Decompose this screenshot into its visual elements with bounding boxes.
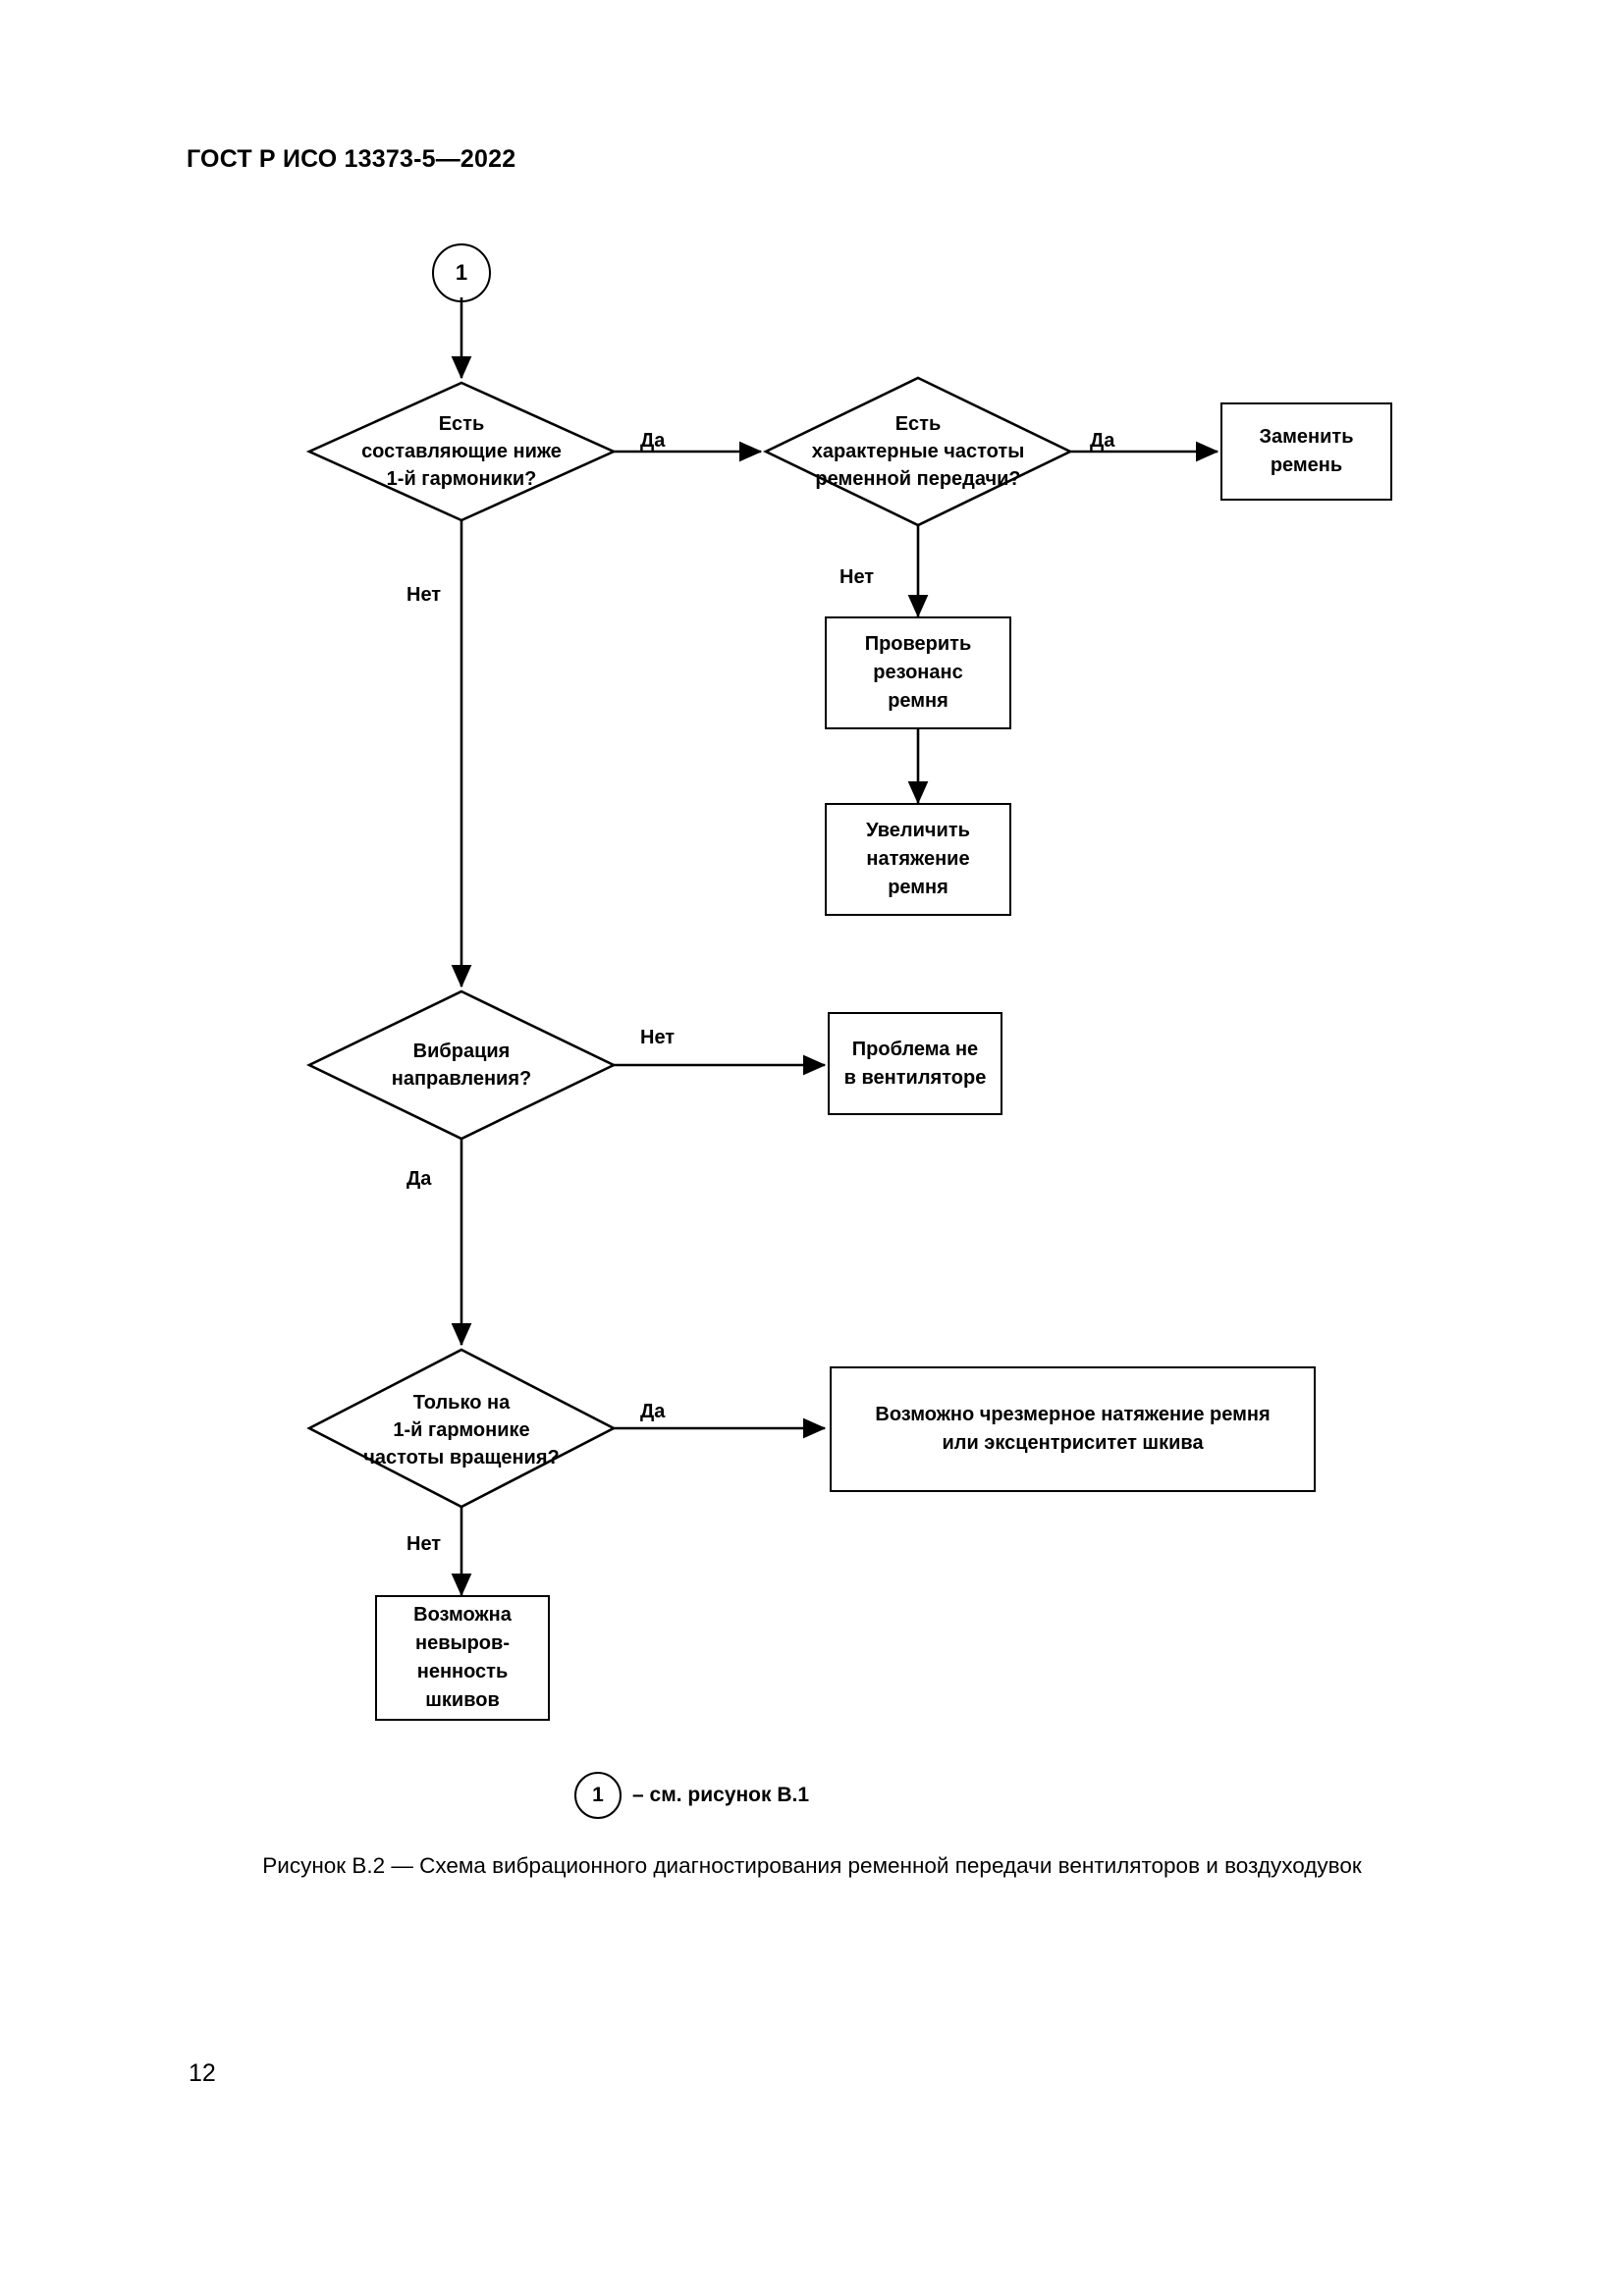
figure-legend: 1 – см. рисунок В.1 [574, 1772, 809, 1819]
box-misalignment-line-4: шкивов [425, 1689, 500, 1711]
box-possible-pulley-misalignment[interactable]: Возможна невыров- ненность шкивов [375, 1595, 550, 1721]
box-misalignment-line-1: Возможна [413, 1604, 512, 1626]
edge-label-no-vibration-direction: Нет [640, 1027, 676, 1048]
box-problem-not-in-fan[interactable]: Проблема не в вентиляторе [828, 1012, 1002, 1115]
edge-label-yes-first-harmonic: Да [640, 1401, 666, 1422]
box-not-fan-problem-line-2: в вентиляторе [843, 1066, 987, 1089]
box-check-resonance-line-2: резонанс [873, 662, 963, 683]
box-misalignment-line-2: невыров- [415, 1632, 510, 1654]
box-excess-tension-line-2: или эксцентриситет шкива [942, 1432, 1204, 1454]
start-connector-circle[interactable]: 1 [432, 243, 491, 302]
decision-belt-freq-line-3: ременной передачи? [815, 468, 1021, 490]
box-not-fan-problem-line-1: Проблема не [851, 1038, 979, 1060]
box-increase-tension-line-3: ремня [888, 877, 948, 898]
box-excess-tension-line-1: Возможно чрезмерное натяжение ремня [875, 1404, 1271, 1425]
decision-vibration-direction[interactable]: Вибрация направления? [309, 996, 614, 1134]
box-increase-tension-line-2: натяжение [866, 848, 970, 870]
decision-subharmonic-line-3: 1-й гармоники? [386, 468, 537, 490]
decision-first-harmonic-line-2: 1-й гармонике [393, 1419, 530, 1441]
legend-connector-circle: 1 [574, 1772, 622, 1819]
figure-caption: Рисунок В.2 — Схема вибрационного диагно… [262, 1853, 1362, 1878]
decision-first-harmonic-line-3: частоты вращения? [363, 1447, 560, 1468]
page-number: 12 [189, 2059, 216, 2087]
box-replace-belt-line-1: Заменить [1259, 426, 1354, 448]
document-header: ГОСТ Р ИСО 13373-5—2022 [187, 145, 516, 173]
decision-belt-characteristic-frequencies[interactable]: Есть характерные частоты ременной переда… [766, 383, 1070, 520]
decision-first-harmonic-line-1: Только на [412, 1392, 511, 1414]
edge-label-no-subharmonic: Нет [406, 584, 442, 606]
edge-label-no-first-harmonic: Нет [406, 1533, 442, 1555]
legend-text: – см. рисунок В.1 [632, 1784, 810, 1806]
decision-vibration-dir-line-1: Вибрация [412, 1041, 511, 1062]
decision-belt-freq-line-2: характерные частоты [811, 441, 1025, 462]
box-excess-belt-tension-or-pulley-eccentricity[interactable]: Возможно чрезмерное натяжение ремня или … [830, 1366, 1316, 1492]
decision-belt-freq-line-1: Есть [894, 413, 942, 435]
edge-label-yes-vibration-direction: Да [406, 1168, 432, 1190]
box-check-resonance-line-1: Проверить [864, 633, 972, 655]
box-check-resonance-line-3: ремня [888, 690, 948, 712]
box-misalignment-line-3: ненность [416, 1661, 509, 1682]
decision-only-first-harmonic[interactable]: Только на 1-й гармонике частоты вращения… [309, 1357, 614, 1504]
edge-label-yes-belt-freq: Да [1090, 430, 1115, 452]
decision-subharmonic-line-2: составляющие ниже [361, 441, 562, 462]
edge-label-no-belt-freq: Нет [839, 566, 875, 588]
box-increase-tension-line-1: Увеличить [866, 820, 970, 841]
box-replace-belt-line-2: ремень [1270, 454, 1343, 476]
edge-label-yes-subharmonic: Да [640, 430, 666, 452]
box-increase-belt-tension[interactable]: Увеличить натяжение ремня [825, 803, 1011, 916]
box-replace-belt[interactable]: Заменить ремень [1220, 402, 1392, 501]
decision-vibration-dir-line-2: направления? [391, 1068, 532, 1090]
decision-subharmonic-components[interactable]: Есть составляющие ниже 1-й гармоники? [309, 383, 614, 520]
box-check-belt-resonance[interactable]: Проверить резонанс ремня [825, 616, 1011, 729]
decision-subharmonic-line-1: Есть [438, 413, 485, 435]
